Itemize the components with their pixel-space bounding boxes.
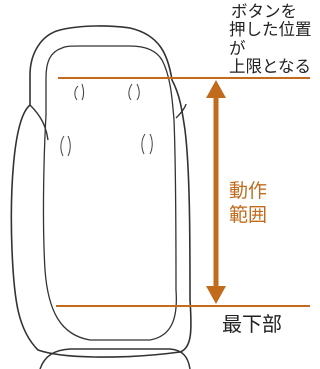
operating-range-label-line1: 動作 [229,180,268,202]
operating-range-label-line2: 範囲 [229,203,268,226]
node-mid-left [60,135,71,157]
node-mid-right [141,133,153,155]
lowest-position-label: 最下部 [222,312,282,336]
seat-outer-outline [10,25,192,358]
seat-base [39,348,191,369]
upper-limit-label-line3: 上限となる [229,57,312,77]
range-arrow-head-down [206,286,226,304]
range-arrow-head-up [206,80,226,98]
seat-left-wing [29,104,49,141]
upper-limit-label: ボタンを 押した位置が 上限となる [229,2,320,77]
seat-right-wing [175,103,187,119]
upper-limit-label-line2: 押した位置が [229,20,312,58]
operating-range-label: 動作 範囲 [229,180,267,228]
seat-inner-pad [42,45,178,341]
massage-nodes [60,83,153,157]
node-top-right [128,83,140,101]
node-top-left [74,83,84,101]
upper-limit-label-line1: ボタンを [231,2,297,21]
